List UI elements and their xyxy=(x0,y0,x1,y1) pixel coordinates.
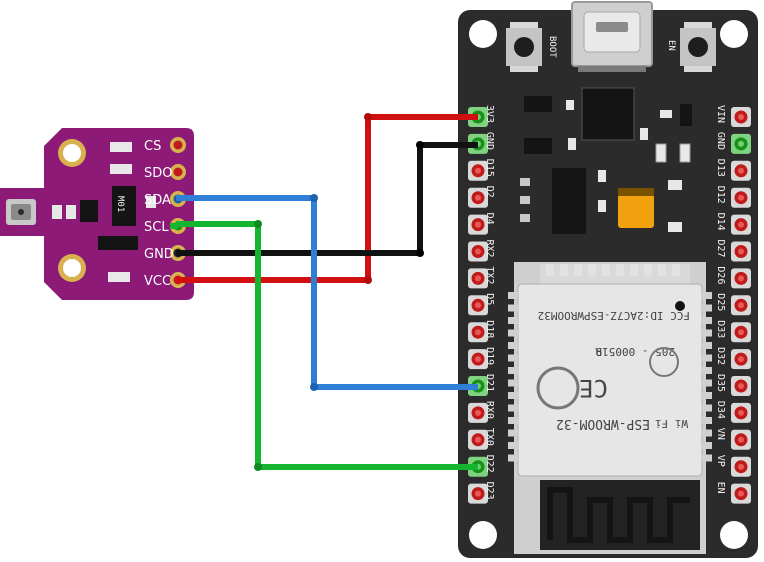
esp32-left-pin-label: D15 xyxy=(484,159,495,177)
esp32-right-pin-label: D26 xyxy=(715,266,726,284)
certification-logo-icon xyxy=(536,366,580,410)
esp32-left-pin-label: D19 xyxy=(484,347,495,365)
regulator-chip xyxy=(112,186,136,226)
mount-hole xyxy=(720,20,748,48)
esp32-right-pin-label: D27 xyxy=(715,240,726,258)
transistor xyxy=(524,138,552,154)
esp32-left-pin-label: D21 xyxy=(484,374,495,392)
wires xyxy=(176,113,478,471)
esp32-right-pin-label: D13 xyxy=(715,159,726,177)
esp32-left-pin-label: D5 xyxy=(484,293,495,305)
module-wifi-label: Wi Fi xyxy=(655,417,688,430)
module-ce-mark: CE xyxy=(579,374,608,402)
wire-sda-to-d21[interactable] xyxy=(176,195,478,390)
esp32-left-pin-label: 3V3 xyxy=(484,105,495,123)
voltage-regulator xyxy=(552,168,586,234)
mount-hole xyxy=(469,521,497,549)
transistor xyxy=(524,96,552,112)
mount-hole xyxy=(720,521,748,549)
sensor-pin-label: GND xyxy=(144,247,174,262)
en-button[interactable] xyxy=(680,22,716,72)
esp32-right-pin-label: EN xyxy=(715,482,726,494)
mount-hole xyxy=(469,20,497,48)
sensor-pin-label: SDO xyxy=(144,166,173,181)
esp32-right-pin-label: D34 xyxy=(715,401,726,419)
module-r-mark: R xyxy=(595,345,602,358)
usb-connector xyxy=(571,1,653,72)
esp32-left-pin-label: RX2 xyxy=(484,240,495,258)
esp32-right-pin-label: VP xyxy=(715,455,726,467)
en-label: EN xyxy=(666,40,676,51)
esp-wroom-32-module: FCC ID:2AC7Z-ESPWROOM32 205 - 000519 R C… xyxy=(514,262,706,554)
esp32-right-pin-label: D33 xyxy=(715,320,726,338)
esp32-right-pin-label: VN xyxy=(715,428,726,440)
esp32-right-pin-label: VIN xyxy=(715,105,726,123)
esp32-right-pin-label: D14 xyxy=(715,213,726,231)
esp32-left-pin-label: TX0 xyxy=(484,428,495,446)
pin-hole-icon xyxy=(173,167,183,177)
sensor-pin-label: VCC xyxy=(144,274,171,289)
chip-marking: M01 xyxy=(115,196,125,212)
esp32-left-pin-label: TX2 xyxy=(484,266,495,284)
sensor-pin-label: SCL xyxy=(144,220,169,235)
esp32-right-pin-label: GND xyxy=(715,132,726,150)
esp32-board: BOOT EN xyxy=(458,1,758,558)
pin-hole-icon xyxy=(173,140,183,150)
esp32-right-pin-label: D32 xyxy=(715,347,726,365)
esp32-left-pin-label: D18 xyxy=(484,320,495,338)
esp32-left-pin-label: RX0 xyxy=(484,401,495,419)
sensor-pin-label: CS xyxy=(144,139,161,154)
esp32-left-pin-label: D22 xyxy=(484,455,495,473)
esp32-left-pin-label: GND xyxy=(484,132,495,150)
esp32-right-pin-label: D25 xyxy=(715,293,726,311)
esp32-left-pin-label: D4 xyxy=(484,213,495,225)
capacitor xyxy=(618,188,654,228)
boot-label: BOOT xyxy=(547,36,557,58)
module-model: ESP-WROOM-32 xyxy=(556,416,650,431)
wire-vcc-to-3v3[interactable] xyxy=(176,114,478,283)
wire-gnd-to-gnd[interactable] xyxy=(176,142,478,256)
bme280-sensor-board: M01 CS SDO SDA SCL GND VCC xyxy=(0,128,194,300)
esp32-right-pin-label: D12 xyxy=(715,186,726,204)
wire-scl-to-d22[interactable] xyxy=(176,221,478,470)
esp32-left-pin-label: D23 xyxy=(484,482,495,500)
boot-button[interactable] xyxy=(506,22,542,72)
module-code: 205 - 000519 xyxy=(596,345,675,358)
sensor-pin-label: SDA xyxy=(144,193,171,208)
esp32-right-pin-label: D35 xyxy=(715,374,726,392)
module-fcc-id: FCC ID:2AC7Z-ESPWROOM32 xyxy=(538,309,690,322)
cpu-chip xyxy=(581,87,635,141)
esp32-left-pin-label: D2 xyxy=(484,186,495,198)
